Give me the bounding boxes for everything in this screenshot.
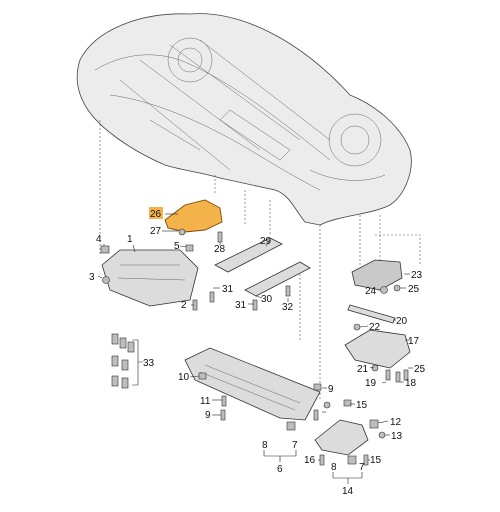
callout-6: 6 xyxy=(277,464,283,475)
callout-18: 18 xyxy=(405,378,417,389)
part-23-cover xyxy=(351,259,403,291)
callout-7a: 7 xyxy=(292,440,298,451)
part-30-rail xyxy=(244,261,311,297)
callout-26: 26 xyxy=(150,209,162,220)
callout-5: 5 xyxy=(174,241,180,252)
part-29-rail xyxy=(214,237,283,273)
callout-8a: 8 xyxy=(262,440,268,451)
part-17-panel xyxy=(344,329,411,369)
callouts: 26 27 5 28 4 1 3 31 2 29 30 31 32 23 24 … xyxy=(89,207,426,497)
callout-9a: 9 xyxy=(205,410,211,421)
projection-lines xyxy=(99,120,421,400)
callout-16: 16 xyxy=(304,455,316,466)
part-14-panel xyxy=(314,419,369,456)
callout-29: 29 xyxy=(260,236,272,247)
callout-21: 21 xyxy=(357,364,369,375)
callout-7b: 7 xyxy=(359,462,365,473)
callout-14: 14 xyxy=(342,486,354,497)
callout-13: 13 xyxy=(391,431,403,442)
callout-33: 33 xyxy=(143,358,155,369)
callout-4: 4 xyxy=(96,234,102,245)
callout-2: 2 xyxy=(181,300,187,311)
callout-9b: 9 xyxy=(328,384,334,395)
part-26-cover xyxy=(164,199,223,233)
car-body-underside xyxy=(76,13,412,226)
callout-19: 19 xyxy=(365,378,377,389)
leader-lines xyxy=(97,213,413,484)
callout-12: 12 xyxy=(390,417,402,428)
callout-30: 30 xyxy=(261,294,273,305)
callout-28: 28 xyxy=(214,244,226,255)
part-1-panel xyxy=(101,249,199,307)
callout-31b: 31 xyxy=(235,300,247,311)
callout-17: 17 xyxy=(408,336,420,347)
callout-25b: 25 xyxy=(414,364,426,375)
callout-3: 3 xyxy=(89,272,95,283)
callout-24: 24 xyxy=(365,286,377,297)
callout-10: 10 xyxy=(178,372,190,383)
callout-32: 32 xyxy=(282,302,294,313)
callout-8b: 8 xyxy=(331,462,337,473)
callout-23: 23 xyxy=(411,270,423,281)
callout-1: 1 xyxy=(127,234,133,245)
part-6-center-panel xyxy=(184,347,321,421)
callout-11: 11 xyxy=(200,396,211,407)
hardware-items xyxy=(100,228,409,466)
callout-22: 22 xyxy=(369,322,381,333)
callout-15b: 15 xyxy=(370,455,382,466)
callout-31a: 31 xyxy=(222,284,234,295)
part-33-fastener-set xyxy=(111,333,143,389)
callout-25a: 25 xyxy=(408,284,420,295)
part-20-strut xyxy=(347,304,396,324)
callout-27: 27 xyxy=(150,226,162,237)
callout-15: 15 xyxy=(356,400,368,411)
callout-26-highlight xyxy=(149,207,163,219)
callout-20: 20 xyxy=(396,316,408,327)
